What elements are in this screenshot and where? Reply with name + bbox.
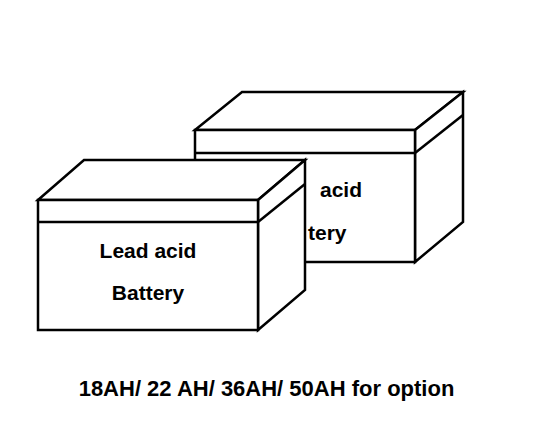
battery-label: Lead acid Battery bbox=[73, 230, 223, 314]
battery-label: acid bbox=[320, 178, 362, 201]
battery-box: Lead acid Battery bbox=[38, 222, 258, 330]
lid-line bbox=[415, 115, 463, 153]
battery-side bbox=[258, 160, 305, 330]
battery-label: tery bbox=[308, 221, 347, 244]
battery-side bbox=[415, 92, 463, 262]
battery-front bbox=[38, 200, 258, 330]
battery-box: acid tery bbox=[306, 166, 414, 260]
option-note: 18AH/ 22 AH/ 36AH/ 50AH for option bbox=[79, 377, 455, 401]
lid-line bbox=[38, 221, 258, 224]
lid-line bbox=[258, 184, 305, 222]
lid-line bbox=[195, 152, 415, 155]
